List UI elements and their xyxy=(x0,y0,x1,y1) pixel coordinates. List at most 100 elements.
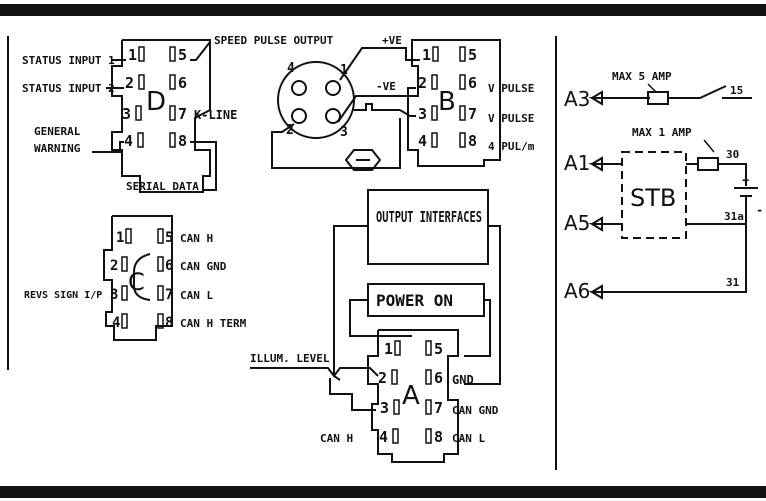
label-minus-ve: -VE xyxy=(376,80,396,93)
wire-illum-level xyxy=(250,367,379,378)
connector-b-pin-1: 1 xyxy=(422,46,431,64)
connector-b: B 1 2 3 4 5 6 7 8 xyxy=(407,39,501,167)
sensor-pin-3 xyxy=(325,108,341,124)
speed-sensor: 4 1 2 3 xyxy=(277,61,355,140)
connector-c-pin-6: 6 xyxy=(165,258,173,274)
battery-minus: - xyxy=(756,203,763,217)
connector-d-pin-8: 8 xyxy=(178,132,187,150)
label-max-1-amp: MAX 1 AMP xyxy=(632,126,692,139)
sensor-label-3: 3 xyxy=(340,125,348,140)
label-revs-sign-ip: REVS SIGN I/P xyxy=(24,290,102,301)
pin-slot xyxy=(169,46,176,62)
pin-slot xyxy=(169,74,176,90)
wire-signal xyxy=(352,103,400,111)
terminal-a5: A5 xyxy=(564,211,590,235)
stb-label: STB xyxy=(630,184,676,212)
pin-slot xyxy=(431,132,438,148)
pin-slot xyxy=(394,340,401,356)
connector-a-pin-5: 5 xyxy=(434,340,443,358)
connector-a: A 1 2 3 4 5 6 7 8 xyxy=(367,329,459,463)
wire-pin-3 xyxy=(329,378,376,411)
connector-d: D 1 2 3 4 5 6 7 8 xyxy=(111,39,211,193)
pin-slot xyxy=(125,228,132,244)
pin-slot xyxy=(169,132,176,148)
connector-b-pin-3: 3 xyxy=(418,105,427,123)
connector-b-pin-8: 8 xyxy=(468,132,477,150)
wire xyxy=(92,141,124,153)
connector-c-bracket xyxy=(133,253,151,301)
connector-d-letter: D xyxy=(146,87,166,117)
pin-slot xyxy=(169,105,176,121)
pin-slot xyxy=(432,46,439,62)
pin-slot xyxy=(425,369,432,385)
arrow-a1 xyxy=(588,156,622,172)
output-interfaces-box xyxy=(367,189,489,265)
power-section: A3 MAX 5 AMP 15 MAX 1 AMP STB A1 30 + - … xyxy=(564,70,763,303)
connector-c-pin-2: 2 xyxy=(110,258,118,274)
label-c-can-l: CAN L xyxy=(180,289,213,302)
pin-slot xyxy=(392,428,399,444)
connector-d-pin-6: 6 xyxy=(178,74,187,92)
label-t31a: 31a xyxy=(724,210,744,223)
wire-power-on-left xyxy=(349,299,412,337)
connector-d-pin-1: 1 xyxy=(128,46,137,64)
pin-slot xyxy=(391,369,398,385)
label-serial-data: SERIAL DATA xyxy=(126,180,199,193)
pin-slot xyxy=(431,74,438,90)
pin-slot xyxy=(138,46,145,62)
pin-slot xyxy=(121,256,128,272)
arrow-a3 xyxy=(588,90,650,106)
connector-b-pin-2: 2 xyxy=(418,74,427,92)
connector-c-pin-5: 5 xyxy=(165,230,173,246)
label-t15: 15 xyxy=(730,84,743,97)
connector-b-letter: B xyxy=(438,87,456,117)
arrow-a6 xyxy=(588,226,747,300)
label-a-can-h: CAN H xyxy=(320,432,353,445)
pin-slot xyxy=(425,428,432,444)
connector-d-pin-7: 7 xyxy=(178,105,187,123)
terminal-a3: A3 xyxy=(564,87,590,111)
pin-slot xyxy=(459,132,466,148)
label-c-can-h-term: CAN H TERM xyxy=(180,317,247,330)
connector-a-pin-2: 2 xyxy=(378,369,387,387)
connector-c-letter: C xyxy=(128,268,145,296)
wire-output-interfaces xyxy=(333,225,368,381)
wire-output-gnd xyxy=(464,225,501,385)
label-a-can-gnd: CAN GND xyxy=(452,404,499,417)
pointer-line xyxy=(703,139,715,153)
pin-slot xyxy=(393,399,400,415)
connector-a-pin-8: 8 xyxy=(434,428,443,446)
connector-d-pin-2: 2 xyxy=(125,74,134,92)
output-interfaces-line-1: OUTPUT INTERFACES xyxy=(376,208,482,226)
bottom-border-bar xyxy=(0,486,766,498)
connector-c-pin-4: 4 xyxy=(112,315,120,331)
wire-minus-ve xyxy=(337,87,416,123)
label-max-5-amp: MAX 5 AMP xyxy=(612,70,672,83)
label-status-input-1: STATUS INPUT 1 xyxy=(22,54,115,67)
top-border-bar xyxy=(0,4,766,16)
sensor-label-2: 2 xyxy=(286,123,294,138)
label-v-pulse-6: V PULSE xyxy=(488,82,534,95)
pin-slot xyxy=(425,340,432,356)
pin-slot xyxy=(431,105,438,121)
label-k-line: K-LINE xyxy=(194,108,237,122)
connector-c-pin-1: 1 xyxy=(116,230,124,246)
connector-d-pin-4: 4 xyxy=(124,132,133,150)
arrow-a5 xyxy=(588,216,622,232)
wire xyxy=(190,141,217,191)
wire xyxy=(190,41,211,61)
sensor-pin-4 xyxy=(291,80,307,96)
label-c-can-gnd: CAN GND xyxy=(180,260,227,273)
connector-d-pin-3: 3 xyxy=(122,105,131,123)
connector-b-pin-6: 6 xyxy=(468,74,477,92)
label-c-can-h: CAN H xyxy=(180,232,213,245)
label-t31: 31 xyxy=(726,276,740,289)
pin-slot xyxy=(425,399,432,415)
pin-slot xyxy=(138,74,145,90)
label-warning: WARNING xyxy=(34,142,81,155)
sensor-label-1: 1 xyxy=(340,63,348,78)
pin-slot xyxy=(135,105,142,121)
label-pul-m: 4 PUL/m xyxy=(488,140,535,153)
label-v-pulse-7: V PULSE xyxy=(488,112,534,125)
